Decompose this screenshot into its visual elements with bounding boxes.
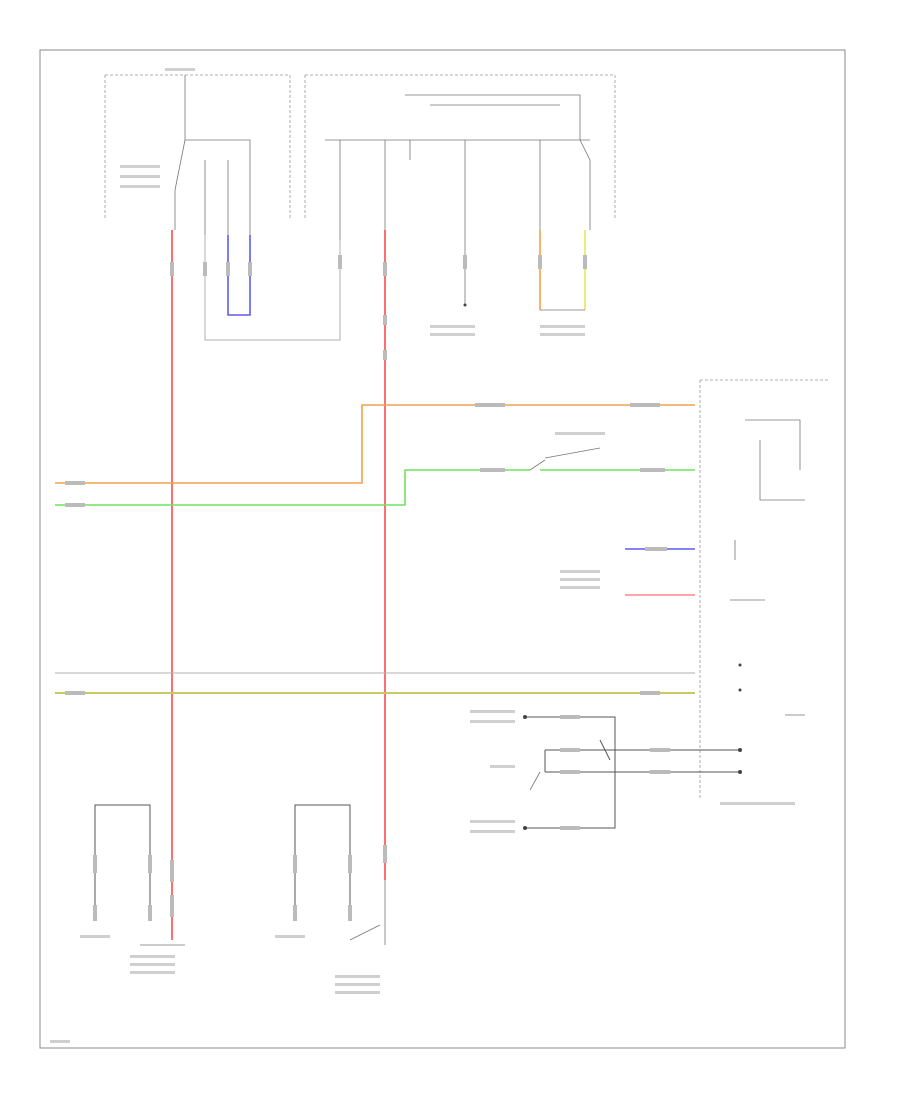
top-right-panel (304, 74, 616, 240)
lower-bus-wires (55, 672, 695, 694)
control-module (699, 379, 828, 800)
orange-wire (55, 404, 695, 484)
label-marks (50, 68, 795, 1043)
diagram-frame (39, 49, 846, 1049)
module-input-wires (625, 548, 695, 596)
blue-wire-loop (204, 235, 341, 341)
ground-loop-right (294, 804, 386, 945)
top-left-panel (104, 74, 291, 260)
sensor-branch (463, 230, 586, 311)
wire-connectors (65, 255, 670, 921)
green-wire (55, 447, 695, 506)
switch-network (523, 715, 742, 830)
red-wires (171, 230, 386, 940)
